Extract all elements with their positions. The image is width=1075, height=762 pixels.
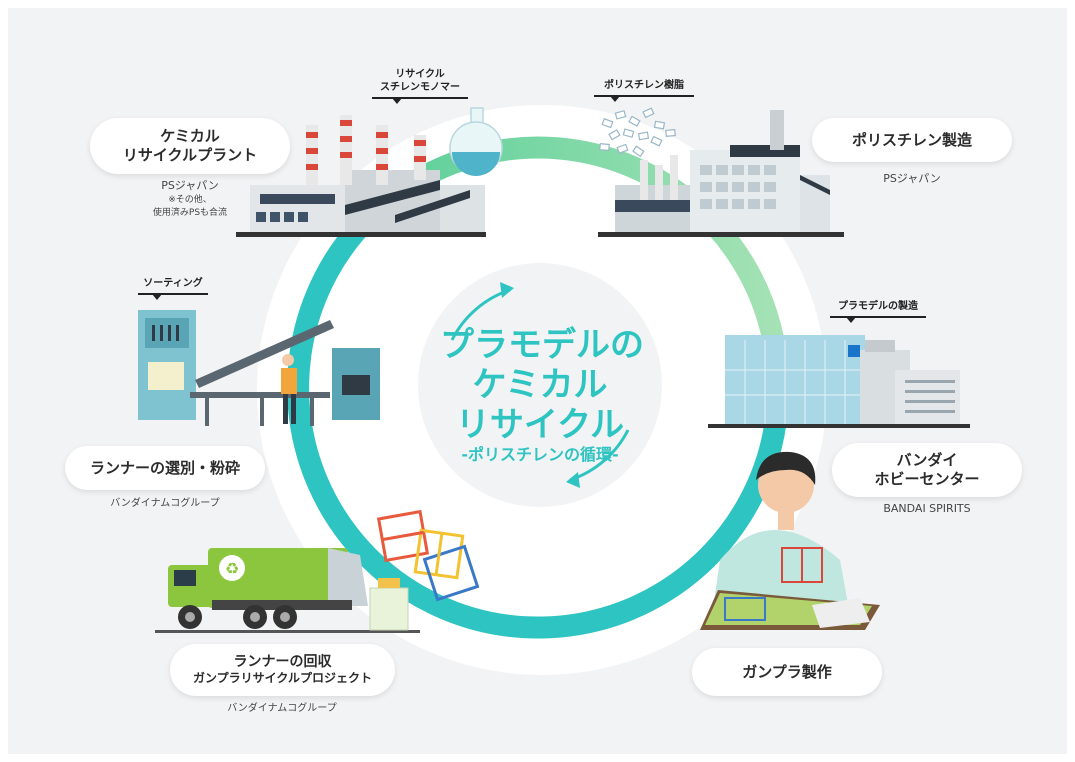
tag-resin-underline [594, 95, 694, 97]
svg-text:♻: ♻ [225, 559, 239, 578]
station-collection-pill: ランナーの回収 ガンプラリサイクルプロジェクト [170, 644, 395, 696]
gunpla-title: ガンプラ製作 [742, 662, 832, 681]
resin-pellets-icon [599, 107, 676, 158]
hobby-center-illustration [708, 335, 970, 428]
chemical-plant-line1: ケミカル [160, 127, 220, 146]
tag-recycled-styrene-monomer: リサイクル スチレンモノマー [360, 68, 480, 94]
center-title-line2: ケミカル [472, 365, 608, 405]
tag-polystyrene-resin: ポリスチレン樹脂 [604, 80, 684, 91]
center-title-line1: プラモデルの [440, 325, 644, 365]
station-polystyrene-pill: ポリスチレン製造 [812, 118, 1012, 162]
chevron-left-lower-icon [344, 475, 365, 506]
polystyrene-factory-illustration [598, 110, 844, 237]
inner-arrowhead-bottom-icon [566, 472, 580, 488]
station-chemical-plant-pill: ケミカル リサイクルプラント [90, 118, 290, 174]
polystyrene-title: ポリスチレン製造 [851, 130, 972, 149]
tag-monomer-pointer [392, 98, 402, 104]
sorting-company: バンダイナムコグループ [110, 498, 220, 509]
chemical-plant-note1: ※その他、 [168, 194, 212, 205]
chemical-plant-company: PSジャパン [161, 179, 219, 192]
tag-resin-pointer [610, 96, 620, 102]
chevron-left-upper-icon [342, 268, 368, 298]
runner-sprues-icon [376, 509, 480, 602]
collection-truck-illustration: ♻ [155, 548, 420, 633]
tag-monomer-line1: リサイクル [395, 69, 445, 80]
bandai-company: BANDAI SPIRITS [883, 502, 971, 515]
chemical-plant-note2: 使用済みPSも合流 [152, 207, 228, 218]
chemical-plant-notes: PSジャパン ※その他、 使用済みPSも合流 [120, 178, 260, 220]
bandai-line1: バンダイ [896, 451, 958, 470]
chemical-plant-line2: リサイクルプラント [122, 146, 258, 164]
tag-sorting-underline [138, 293, 208, 295]
station-bandai-pill: バンダイ ホビーセンター [832, 443, 1022, 497]
station-sorting-pill: ランナーの選別・粉砕 [65, 446, 265, 490]
chevron-right-upper-icon [716, 275, 739, 301]
gunpla-builder-illustration [700, 451, 880, 630]
tag-model-underline [830, 316, 926, 318]
collection-line2: ガンプラリサイクルプロジェクト [192, 671, 373, 686]
flask-icon [449, 107, 503, 176]
tag-sorting: ソーティング [143, 278, 203, 289]
polystyrene-company: PSジャパン [883, 172, 941, 185]
chevron-bottom-icon [532, 596, 558, 612]
collection-line1: ランナーの回収 [233, 653, 332, 670]
tag-model-manufacturing: プラモデルの製造 [838, 301, 918, 312]
tag-monomer-line2: スチレンモノマー [380, 82, 460, 93]
center-title-line3: リサイクル [455, 405, 625, 445]
inner-grey-circle [418, 263, 662, 507]
center-subtitle: -ポリスチレンの循環- [461, 445, 619, 464]
bandai-line2: ホビーセンター [874, 470, 980, 488]
tag-sorting-pointer [152, 294, 162, 300]
sorting-machine-illustration [138, 310, 380, 426]
sorting-title: ランナーの選別・粉砕 [89, 458, 240, 477]
chevron-right-lower-icon [723, 470, 745, 493]
tag-model-pointer [846, 317, 856, 323]
collection-company: バンダイナムコグループ [227, 703, 337, 714]
tag-monomer-underline [372, 97, 468, 99]
chemical-plant-illustration [236, 115, 486, 237]
inner-arrowhead-top-icon [500, 282, 514, 298]
station-gunpla-pill: ガンプラ製作 [692, 648, 882, 696]
chevron-top-icon [531, 174, 557, 190]
